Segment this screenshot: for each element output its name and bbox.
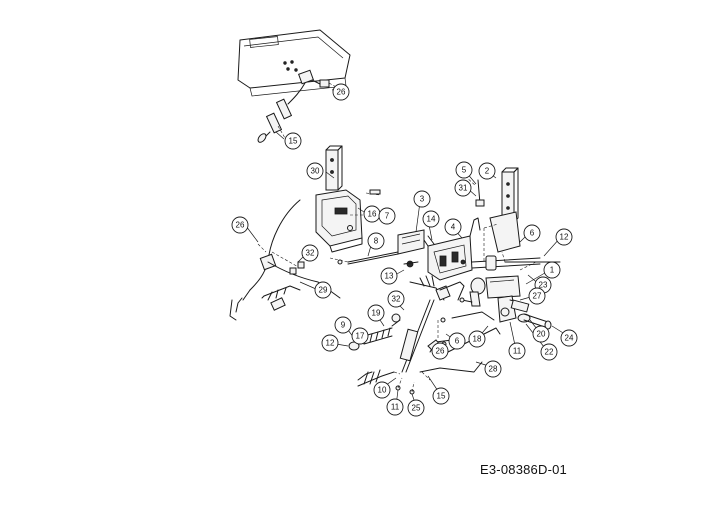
svg-text:31: 31 xyxy=(459,184,468,193)
callout-26-left: 26 xyxy=(231,216,249,234)
svg-text:9: 9 xyxy=(341,321,346,330)
callout-12-right: 12 xyxy=(555,228,573,246)
callout-5: 5 xyxy=(455,161,473,179)
callout-26-mid: 26 xyxy=(431,342,449,360)
callout-1: 1 xyxy=(543,261,561,279)
pivot-shaft-assembly xyxy=(469,251,561,330)
callout-27: 27 xyxy=(528,287,546,305)
vertical-bracket-assembly xyxy=(315,145,381,253)
svg-text:26: 26 xyxy=(236,221,245,230)
callout-29: 29 xyxy=(314,281,332,299)
cable-assembly-top xyxy=(257,82,306,143)
svg-text:20: 20 xyxy=(537,330,546,339)
callout-32-mid: 32 xyxy=(387,290,405,308)
callout-6-top: 6 xyxy=(523,224,541,242)
svg-text:24: 24 xyxy=(565,334,574,343)
svg-text:4: 4 xyxy=(451,223,456,232)
callout-32-left: 32 xyxy=(301,244,319,262)
callout-8: 8 xyxy=(367,232,385,250)
callout-3: 3 xyxy=(413,190,431,208)
svg-text:12: 12 xyxy=(560,233,569,242)
svg-text:2: 2 xyxy=(485,167,490,176)
svg-text:11: 11 xyxy=(391,403,400,412)
svg-text:5: 5 xyxy=(462,166,467,175)
svg-text:28: 28 xyxy=(489,365,498,374)
rod-8 xyxy=(329,251,399,265)
callout-11-bottom: 11 xyxy=(386,398,404,416)
svg-text:11: 11 xyxy=(513,347,522,356)
callout-15-top: 15 xyxy=(284,132,302,150)
svg-text:12: 12 xyxy=(326,339,335,348)
callout-18: 18 xyxy=(468,330,486,348)
spring-assembly-left xyxy=(348,313,401,387)
callout-6-mid: 6 xyxy=(448,332,466,350)
svg-text:30: 30 xyxy=(311,167,320,176)
callout-31: 31 xyxy=(454,179,472,197)
callout-10: 10 xyxy=(373,381,391,399)
plate-3 xyxy=(397,229,425,268)
frame-panel-inset xyxy=(237,29,351,97)
callout-14: 14 xyxy=(422,210,440,228)
center-bracket xyxy=(423,217,481,281)
svg-text:14: 14 xyxy=(427,215,436,224)
svg-text:3: 3 xyxy=(420,195,425,204)
svg-text:19: 19 xyxy=(372,309,381,318)
svg-text:15: 15 xyxy=(437,392,446,401)
callout-30: 30 xyxy=(306,162,324,180)
svg-text:1: 1 xyxy=(550,266,555,275)
svg-text:16: 16 xyxy=(368,210,377,219)
svg-text:10: 10 xyxy=(378,386,387,395)
svg-text:15: 15 xyxy=(289,137,298,146)
callout-26-top: 26 xyxy=(332,83,350,101)
callout-17: 17 xyxy=(351,327,369,345)
callout-12-left: 12 xyxy=(321,334,339,352)
svg-text:32: 32 xyxy=(306,249,315,258)
callout-7: 7 xyxy=(378,207,396,225)
callout-24: 24 xyxy=(560,329,578,347)
svg-text:7: 7 xyxy=(385,212,390,221)
svg-text:29: 29 xyxy=(319,286,328,295)
svg-text:27: 27 xyxy=(533,292,542,301)
right-bracket xyxy=(464,167,521,262)
svg-text:32: 32 xyxy=(392,295,401,304)
callout-25: 25 xyxy=(407,399,425,417)
svg-text:25: 25 xyxy=(412,404,421,413)
callout-11-right: 11 xyxy=(508,342,526,360)
svg-text:17: 17 xyxy=(356,332,365,341)
callout-9: 9 xyxy=(334,316,352,334)
drawing-code: E3-08386D-01 xyxy=(480,462,567,477)
callout-19: 19 xyxy=(367,304,385,322)
callout-2: 2 xyxy=(478,162,496,180)
svg-text:6: 6 xyxy=(455,337,460,346)
svg-text:8: 8 xyxy=(374,237,379,246)
svg-text:23: 23 xyxy=(539,281,548,290)
callout-28: 28 xyxy=(484,360,502,378)
callout-4: 4 xyxy=(444,218,462,236)
svg-text:6: 6 xyxy=(530,229,535,238)
callout-20: 20 xyxy=(532,325,550,343)
callout-13: 13 xyxy=(380,267,398,285)
svg-text:13: 13 xyxy=(385,272,394,281)
svg-text:18: 18 xyxy=(473,335,482,344)
callout-15-bottom: 15 xyxy=(432,387,450,405)
lower-linkage xyxy=(399,275,501,381)
svg-text:26: 26 xyxy=(337,88,346,97)
callout-16: 16 xyxy=(363,205,381,223)
callout-22: 22 xyxy=(540,343,558,361)
svg-text:26: 26 xyxy=(436,347,445,356)
svg-text:22: 22 xyxy=(545,348,554,357)
